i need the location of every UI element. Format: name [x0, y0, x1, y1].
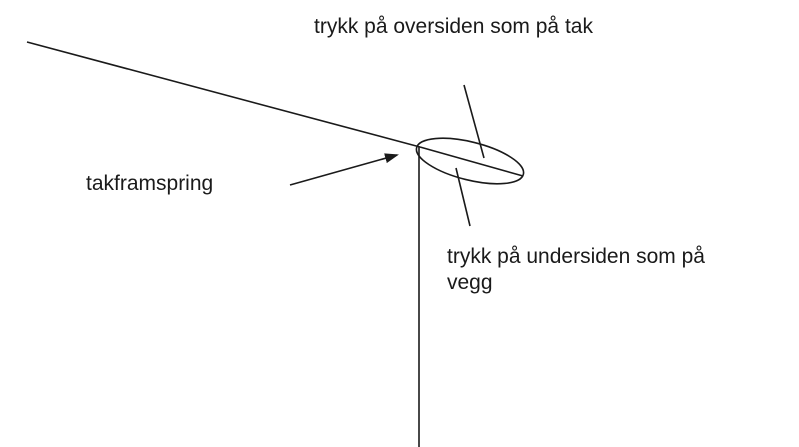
overhang-label: takframspring	[86, 172, 214, 195]
overhang-arrow	[289, 153, 399, 186]
under-side-label-line2: vegg	[447, 271, 493, 294]
overhang-line	[419, 146, 524, 177]
under-side-label: trykk på undersiden som på vegg	[447, 244, 705, 296]
under-side-leader	[455, 167, 471, 227]
overhang-detail-ellipse	[415, 137, 525, 185]
upper-side-leader	[463, 84, 485, 159]
under-side-label-line1: trykk på undersiden som på	[447, 245, 705, 268]
upper-side-label: trykk på oversiden som på tak	[314, 15, 593, 38]
roof-line	[26, 41, 421, 148]
